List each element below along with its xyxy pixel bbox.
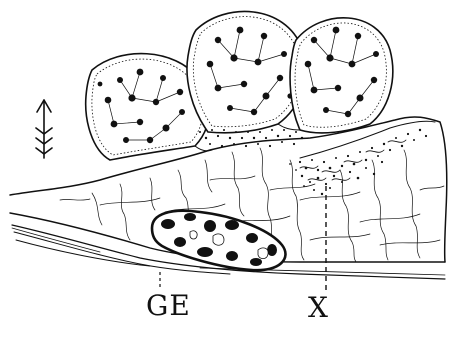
label-x: X	[308, 294, 329, 322]
label-ge: GE	[146, 292, 191, 320]
fletched-arrow-up-icon	[36, 100, 52, 158]
sphere-right	[290, 18, 393, 133]
sphere-middle	[187, 11, 306, 132]
